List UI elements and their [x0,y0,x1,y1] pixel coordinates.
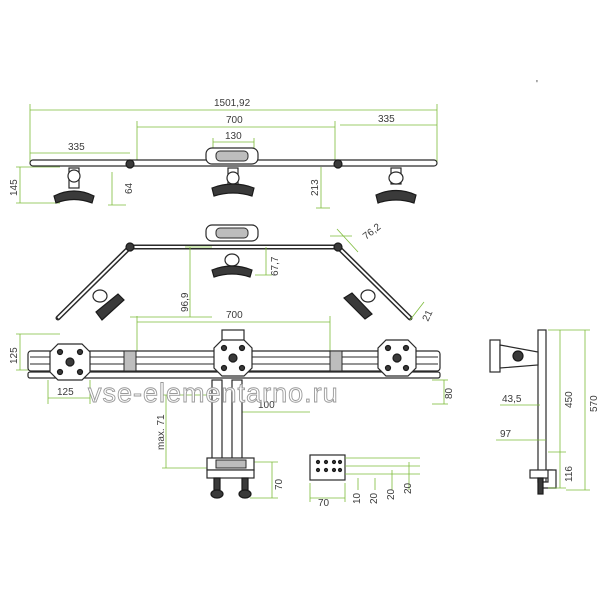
dim-pole-max: max. 71 [156,394,215,469]
front-left-coupler [123,350,137,372]
center-span-label: 700 [226,115,243,126]
bar-depth-label: 80 [444,387,455,399]
clamp-dim-1: 20 [369,492,380,504]
dim-clamp-spacing: 10 20 20 20 [345,457,420,504]
total-width-label: 1501,92 [214,98,251,109]
dim-left-arm: 335 [30,142,130,154]
right-height-label: 213 [310,179,321,196]
dim-side-vesa-offset: 43,5 [500,394,540,406]
angled-center-knob [224,253,240,267]
side-total-height-label: 570 [589,395,600,412]
clamp-width-label: 70 [318,498,330,509]
dim-right-height: 213 [310,167,330,209]
clamp-detail: 70 10 20 20 20 [309,454,420,509]
watermark: vse-elementarno.ru [88,378,339,408]
dim-side-clamp-height: 116 [548,452,575,489]
front-view: 700 125 125 80 100 [9,310,455,499]
clamp-plate [309,454,346,481]
clamp-dim-3: 20 [403,482,414,494]
base-height-label: 70 [274,478,285,490]
side-vesa-offset-label: 43,5 [502,394,522,405]
dim-clamp-width: 70 [309,483,346,509]
right-vesa-plate [375,189,417,204]
side-clamp-screw [537,477,544,495]
front-center-span-label: 700 [226,310,243,321]
angled-center-plate [211,265,253,278]
center-vesa-plate [211,183,255,197]
clamp-dim-2: 20 [386,488,397,500]
angled-right-plate [343,292,373,320]
angled-left-joint [125,242,135,252]
corner-mark: ' [536,79,538,90]
side-vesa-plate [489,339,501,373]
dim-front-center-span: 700 [136,310,331,352]
center-clamp-label: 130 [225,131,242,142]
left-mount-knob [67,169,81,183]
left-arm-label: 335 [68,142,85,153]
joint-length-label: 76,2 [361,221,383,242]
angled-view: 76,2 67,7 96,9 21 [55,221,436,323]
bar-offset-label: 100 [258,400,275,411]
dim-side-total-height: 570 [566,329,600,491]
center-mount-knob [226,171,240,185]
bar-height-label: 125 [9,347,20,364]
side-pole [537,329,547,483]
center-clamp-slot [215,150,249,162]
vesa-drop-label: 67,7 [270,256,281,276]
dim-left-drop: 96,9 [130,246,212,318]
dim-vesa-drop: 67,7 [255,247,281,276]
dim-plate-offset: 125 [47,380,91,404]
front-clamp-body [206,469,255,479]
right-arm-label: 335 [378,114,395,125]
side-depth-label: 97 [500,429,512,440]
angled-right-joint [333,242,343,252]
left-drop-label: 96,9 [180,292,191,312]
plate-offset-label: 125 [57,387,74,398]
angled-left-plate [95,293,125,321]
front-right-coupler [329,350,343,372]
side-clamp-height-label: 116 [564,466,575,482]
dim-bar-depth: 80 [432,379,455,405]
dim-center-clamp: 130 [212,131,255,150]
clamp-dim-0: 10 [352,492,363,504]
angled-left-knob [92,289,108,303]
angled-right-knob [360,289,376,303]
left-offset-label: 64 [124,182,135,194]
dim-left-height: 145 [9,166,60,204]
end-offset-label: 21 [421,308,436,323]
right-joint [333,159,343,169]
pole-max-label: max. 71 [156,414,167,450]
dim-center-span: 700 [136,115,336,163]
front-clamp-screw-left [213,477,221,491]
side-arm-knob [512,350,524,362]
front-left-vesa [49,343,91,381]
dim-end-offset: 21 [409,301,436,323]
left-joint [125,159,135,169]
front-center-vesa [213,329,253,377]
dim-side-pole-height: 450 [548,329,575,453]
right-mount-knob [388,171,404,185]
dim-base-height: 70 [250,461,285,499]
front-right-vesa [377,339,417,377]
side-view: 43,5 97 450 570 116 [489,329,600,495]
dim-left-offset: 64 [108,172,135,206]
left-vesa-plate [53,190,95,204]
side-pole-height-label: 450 [564,391,575,408]
dim-right-arm: 335 [340,114,437,126]
front-clamp-screw-right [241,477,249,491]
top-view: 1501,92 700 335 335 130 [9,79,538,209]
left-height-label: 145 [9,179,20,196]
dim-side-depth: 97 [496,429,546,441]
